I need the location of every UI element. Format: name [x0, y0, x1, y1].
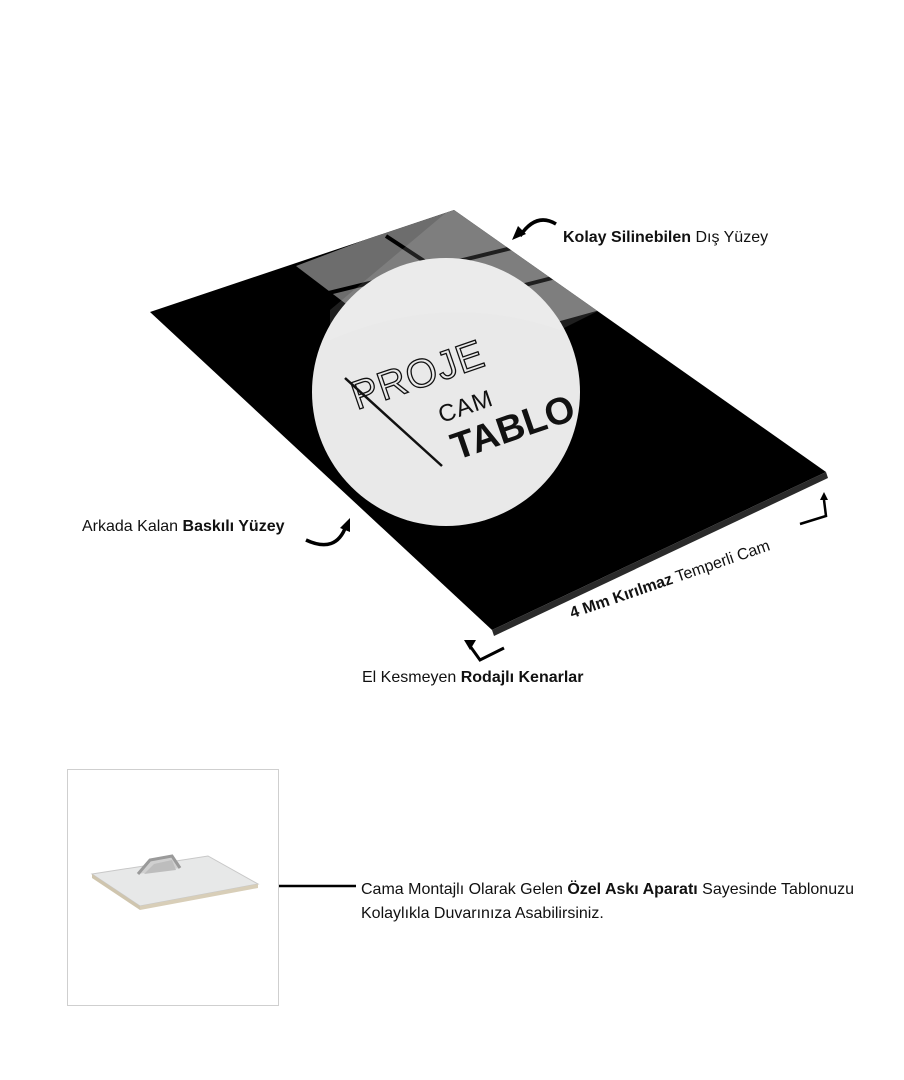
label-top-bold: Kolay Silinebilen — [563, 229, 692, 246]
hanger-plate-illustration — [90, 854, 260, 910]
label-top-rest: Dış Yüzey — [691, 229, 769, 246]
label-bottom-bold: Rodajlı Kenarlar — [460, 669, 584, 686]
label-bottom-pre: El Kesmeyen — [362, 669, 461, 686]
label-polished-edges: El Kesmeyen Rodajlı Kenarlar — [362, 668, 583, 688]
label-easy-clean-surface: Kolay Silinebilen Dış Yüzey — [563, 228, 768, 248]
glass-edge — [492, 472, 828, 636]
label-hanger-pre: Cama Montajlı Olarak Gelen — [361, 881, 568, 898]
hanger-arrow-icon — [266, 880, 356, 892]
curved-arrow-left-icon — [305, 518, 350, 547]
label-left-bold: Baskılı Yüzey — [182, 518, 285, 535]
thickness-arrow-icon — [799, 492, 828, 526]
edge-arrow-bottom-icon — [464, 640, 505, 662]
hanger-image-box — [67, 769, 279, 1006]
label-printed-surface: Arkada Kalan Baskılı Yüzey — [82, 517, 285, 537]
label-left-pre: Arkada Kalan — [82, 518, 183, 535]
label-hanger-bold: Özel Askı Aparatı — [567, 881, 698, 898]
label-hanger-apparatus: Cama Montajlı Olarak Gelen Özel Askı Apa… — [361, 878, 881, 926]
logo-circle — [312, 258, 580, 526]
curved-arrow-top-icon — [512, 218, 557, 240]
label-hanger-rest: Sayesinde Tablonuzu Kolaylıkla Duvarınız… — [361, 881, 854, 922]
